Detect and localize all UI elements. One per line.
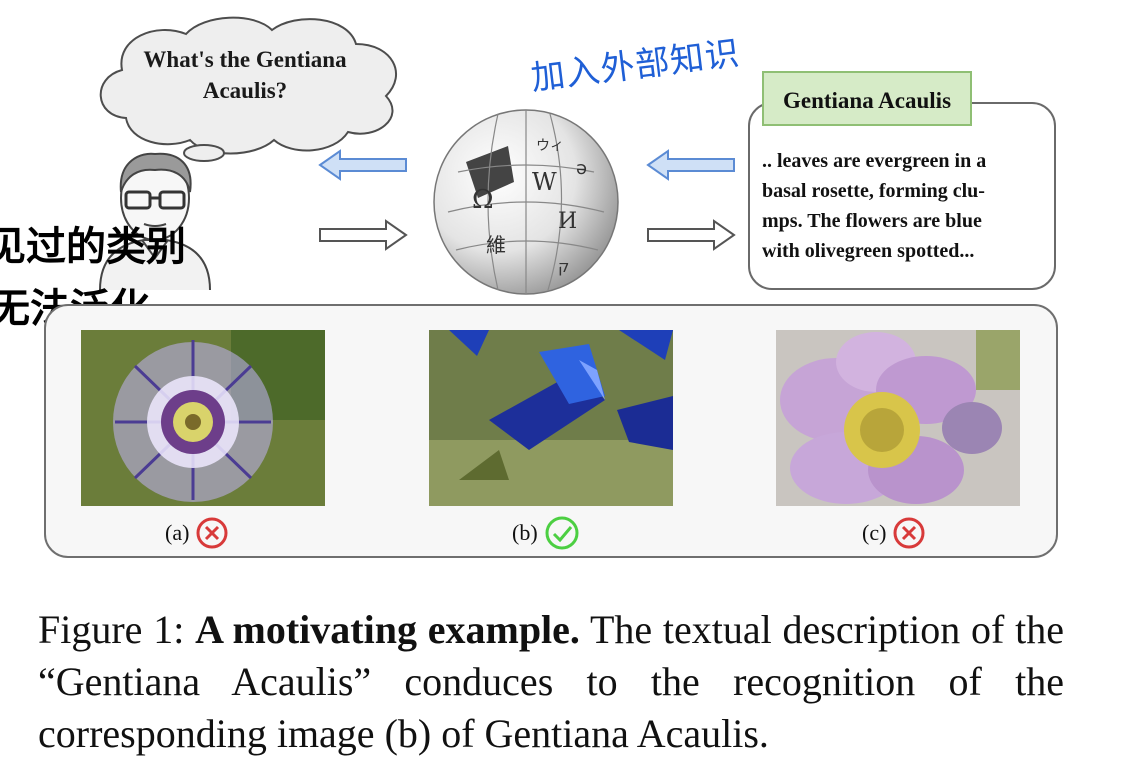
flower-image-a [81, 330, 325, 506]
check-circle-icon [545, 516, 579, 550]
candidate-caption-c: (c) [862, 516, 926, 550]
wikipedia-globe-icon: Ω W И 維 ә ウィ ק [433, 109, 619, 295]
arrow-left-icon [318, 149, 407, 181]
flower-image-c [776, 330, 1020, 506]
thought-cloud [99, 16, 397, 162]
caption-prefix: Figure 1: [38, 607, 196, 652]
thought-question: What's the Gentiana Acaulis? [100, 44, 390, 106]
candidate-caption-a: (a) [165, 516, 229, 550]
handwritten-note-line-1: 见过的类别 [0, 224, 186, 270]
thought-line-2: Acaulis? [202, 78, 288, 103]
thought-line-1: What's the Gentiana [143, 47, 347, 72]
arrow-right-icon [647, 219, 736, 251]
person-icon [99, 152, 211, 291]
candidate-label-c: (c) [862, 520, 887, 545]
candidate-label-b: (b) [512, 520, 538, 545]
arrow-left-icon [646, 149, 735, 181]
knowledge-card [748, 102, 1056, 290]
svg-text:維: 維 [486, 233, 506, 257]
svg-text:ウィ: ウィ [536, 138, 564, 154]
x-circle-icon [196, 517, 228, 549]
figure-caption: Figure 1: A motivating example. The text… [38, 604, 1064, 760]
x-circle-icon [893, 517, 925, 549]
caption-bold: A motivating example. [195, 607, 580, 652]
handwritten-note-blue: 加入外部知识 [528, 33, 743, 99]
svg-text:ә: ә [576, 158, 587, 179]
knowledge-card-title: Gentiana Acaulis [762, 71, 972, 126]
candidate-label-a: (a) [165, 520, 190, 545]
flower-image-b [429, 330, 673, 506]
svg-text:W: W [532, 168, 557, 196]
caption-rest: The textual description of the “Gentiana… [38, 607, 1065, 756]
candidate-caption-b: (b) [512, 516, 580, 550]
svg-text:ק: ק [558, 257, 569, 276]
svg-text:И: И [558, 209, 577, 234]
knowledge-card-text: .. leaves are evergreen in a basal roset… [762, 150, 987, 262]
svg-text:Ω: Ω [472, 185, 494, 215]
arrow-right-icon [319, 219, 408, 251]
